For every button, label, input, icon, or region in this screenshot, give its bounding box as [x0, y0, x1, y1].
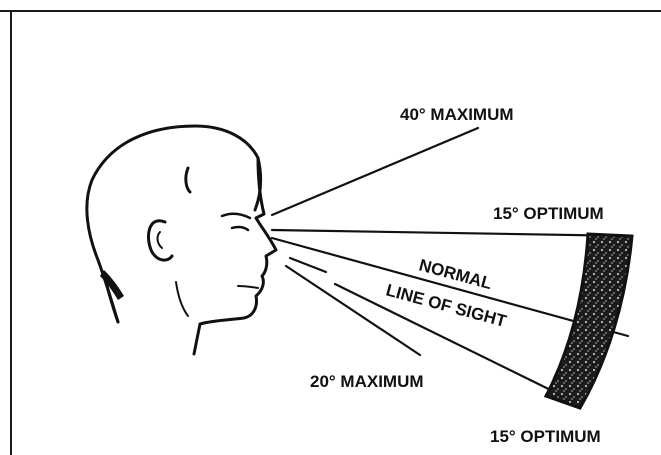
eyebrow	[222, 214, 250, 218]
jaw-line	[176, 282, 188, 316]
line-40-max	[272, 128, 478, 215]
head-profile	[87, 126, 276, 354]
ear	[148, 221, 172, 260]
label-40-maximum: 40° MAXIMUM	[400, 105, 514, 124]
optimum-zone-band	[546, 234, 632, 408]
line-15-opt-upper	[272, 230, 632, 236]
label-15-optimum-upper: 15° OPTIMUM	[493, 204, 604, 223]
line-20-max	[286, 266, 420, 355]
label-20-maximum: 20° MAXIMUM	[310, 372, 424, 391]
neck-shadow	[100, 270, 124, 300]
face-profile	[194, 158, 276, 354]
eye	[232, 227, 248, 230]
ear-inner	[158, 232, 162, 248]
line-15-opt-lower-a	[290, 258, 326, 272]
hair-sideburn	[186, 168, 190, 192]
label-15-optimum-lower: 15° OPTIMUM	[490, 427, 601, 446]
mouth	[238, 286, 258, 288]
head-outline	[87, 126, 261, 322]
